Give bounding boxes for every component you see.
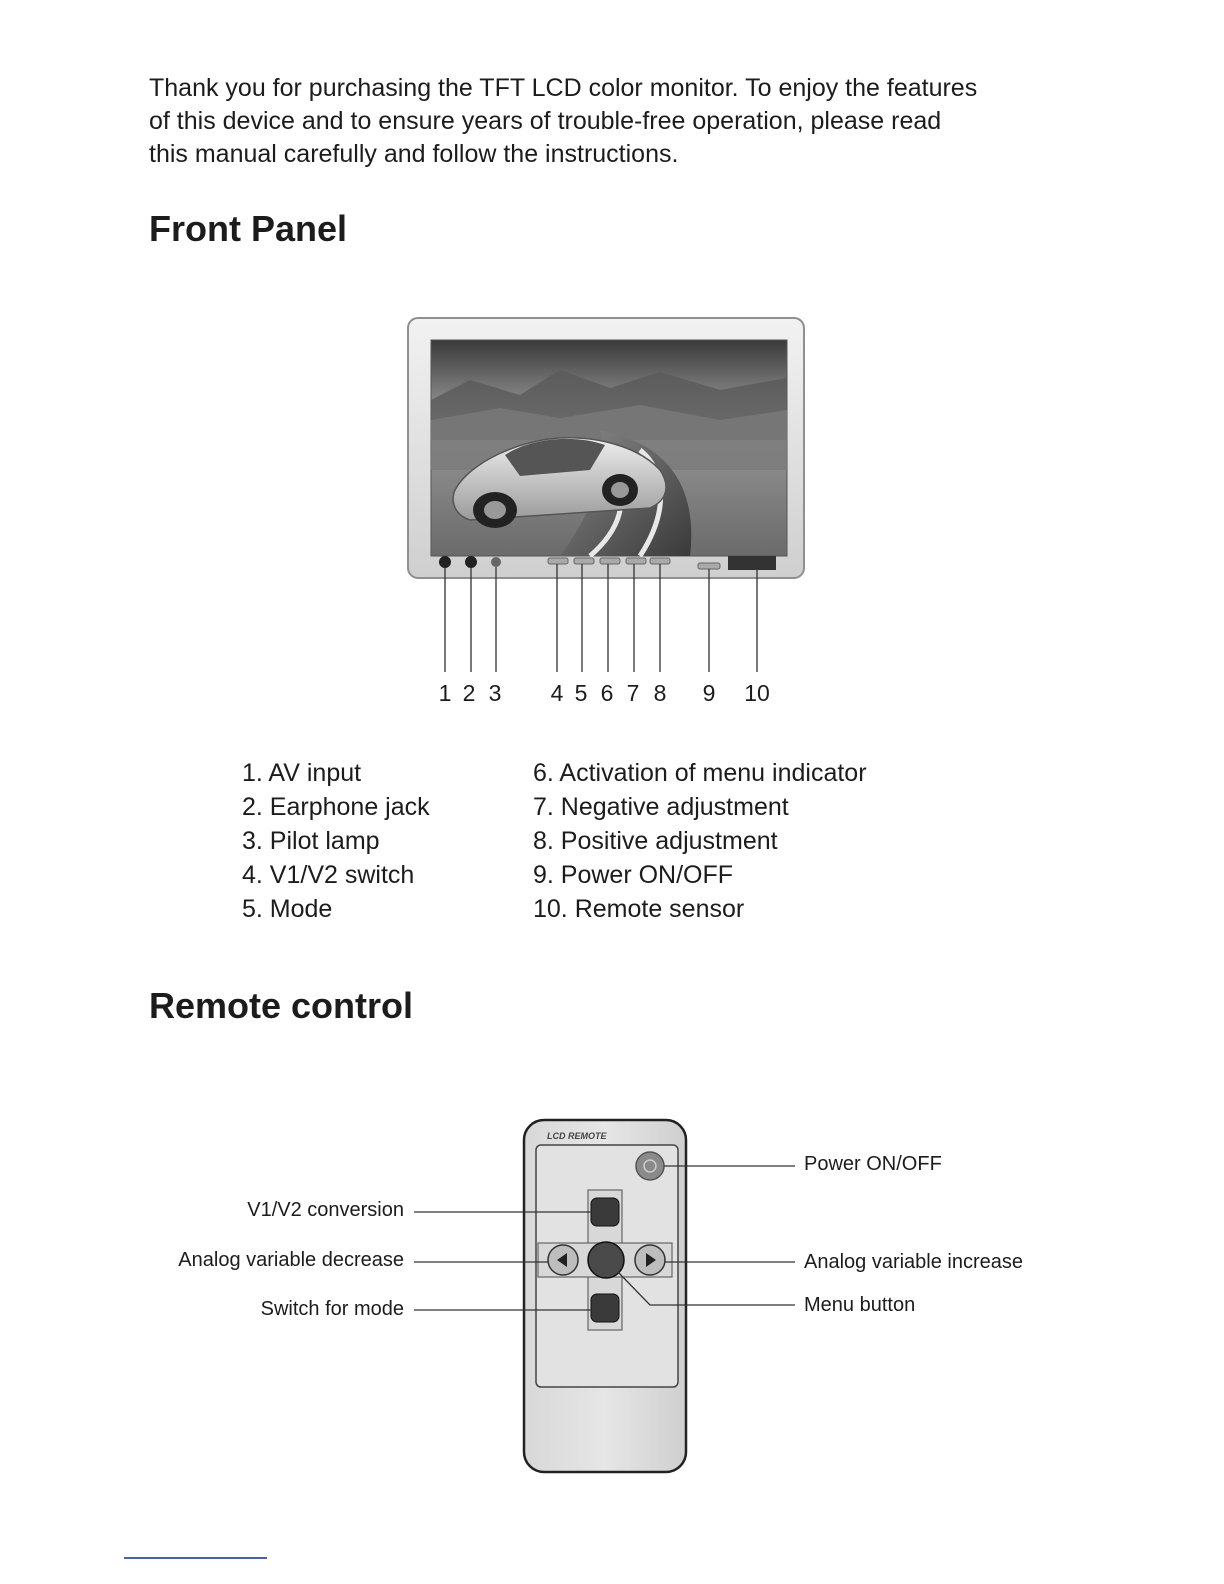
- monitor-illustration: [408, 318, 804, 672]
- callout-number: 8: [654, 680, 667, 707]
- legend-item: 2. Earphone jack: [242, 790, 430, 824]
- remote-illustration: LCD REMOTE: [414, 1120, 795, 1472]
- callout-number: 5: [575, 680, 588, 707]
- legend-item: 4. V1/V2 switch: [242, 858, 430, 892]
- label-menu-button: Menu button: [804, 1294, 915, 1317]
- legend-item: 10. Remote sensor: [533, 892, 867, 926]
- front-panel-legend-left: 1. AV input 2. Earphone jack 3. Pilot la…: [242, 756, 430, 926]
- remote-sensor: [728, 556, 776, 570]
- legend-item: 8. Positive adjustment: [533, 824, 867, 858]
- pilot-lamp: [491, 557, 501, 567]
- earphone-jack: [465, 556, 477, 568]
- v1v2-switch-button: [548, 558, 568, 564]
- legend-item: 6. Activation of menu indicator: [533, 756, 867, 790]
- footer-rule: [124, 1557, 267, 1559]
- callout-number: 4: [551, 680, 564, 707]
- negative-adjust-button: [626, 558, 646, 564]
- mode-button: [574, 558, 594, 564]
- callout-number: 3: [489, 680, 502, 707]
- power-button: [698, 563, 720, 569]
- front-panel-legend-right: 6. Activation of menu indicator 7. Negat…: [533, 756, 867, 926]
- legend-item: 9. Power ON/OFF: [533, 858, 867, 892]
- callout-lines: [445, 564, 757, 672]
- menu-button: [600, 558, 620, 564]
- av-input-jack: [439, 556, 451, 568]
- legend-item: 3. Pilot lamp: [242, 824, 430, 858]
- callout-number: 1: [439, 680, 452, 707]
- label-v1v2-conversion: V1/V2 conversion: [247, 1199, 404, 1222]
- label-power: Power ON/OFF: [804, 1153, 942, 1176]
- positive-adjust-button: [650, 558, 670, 564]
- legend-item: 7. Negative adjustment: [533, 790, 867, 824]
- remote-control-heading: Remote control: [149, 985, 413, 1027]
- callout-number: 6: [601, 680, 614, 707]
- remote-v1v2-button: [591, 1198, 619, 1226]
- legend-item: 5. Mode: [242, 892, 430, 926]
- remote-mode-button: [591, 1294, 619, 1322]
- remote-brand-text: LCD REMOTE: [547, 1131, 607, 1141]
- callout-number: 9: [703, 680, 716, 707]
- label-analog-decrease: Analog variable decrease: [178, 1249, 404, 1272]
- callout-number: 10: [744, 680, 770, 707]
- label-switch-mode: Switch for mode: [261, 1298, 404, 1321]
- remote-power-button: [636, 1152, 664, 1180]
- callout-number: 2: [463, 680, 476, 707]
- legend-item: 1. AV input: [242, 756, 430, 790]
- label-analog-increase: Analog variable increase: [804, 1251, 1023, 1274]
- callout-number: 7: [627, 680, 640, 707]
